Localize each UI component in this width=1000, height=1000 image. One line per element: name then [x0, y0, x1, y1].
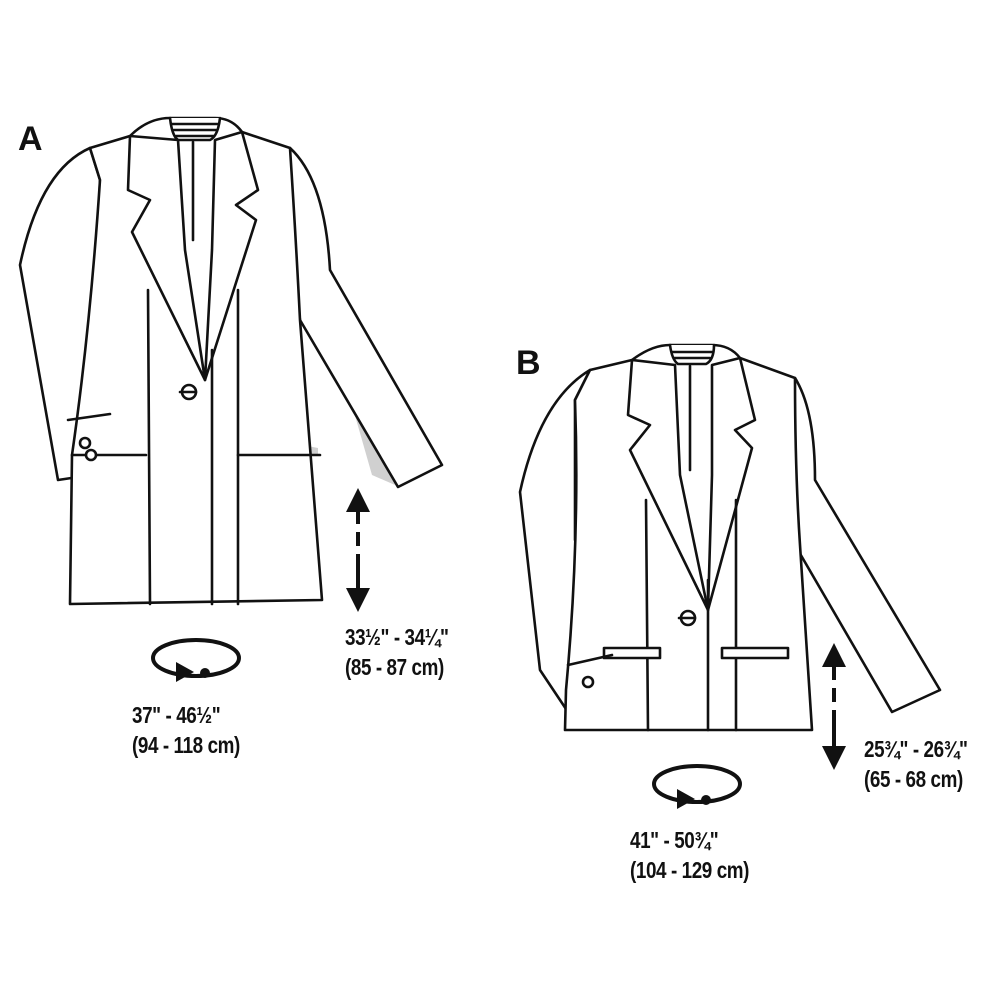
circumference-measurement-a: 37" - 46½" (94 - 118 cm) [132, 700, 240, 760]
jacket-b-drawing [518, 343, 942, 732]
circumference-metric-b: (104 - 129 cm) [630, 857, 750, 883]
circumference-metric-a: (94 - 118 cm) [132, 732, 240, 758]
length-imperial-a: 33½" - 34¼" [345, 624, 449, 650]
jacket-b-right-lapel [706, 356, 757, 612]
length-metric-a: (85 - 87 cm) [345, 654, 444, 680]
length-measurement-b: 25¾" - 26¾" (65 - 68 cm) [864, 734, 968, 794]
circular-arrow-icon [652, 764, 742, 809]
length-imperial-b: 25¾" - 26¾" [864, 736, 968, 762]
jacket-a-left-lapel [126, 134, 207, 382]
jacket-a-right-sleeve [280, 146, 444, 489]
jacket-b-right-sleeve [783, 376, 942, 714]
length-metric-b: (65 - 68 cm) [864, 766, 963, 792]
jacket-b-left-lapel [626, 358, 710, 612]
jacket-a-right-lapel [203, 130, 260, 382]
circular-arrow-icon [151, 638, 241, 682]
variant-label-a: A [18, 120, 43, 158]
circumference-imperial-b: 41" - 50¾" [630, 827, 719, 853]
length-measurement-a: 33½" - 34¼" (85 - 87 cm) [345, 622, 449, 682]
circumference-measurement-b: 41" - 50¾" (104 - 129 cm) [630, 825, 749, 885]
variant-label-b: B [516, 344, 541, 382]
circumference-imperial-a: 37" - 46½" [132, 702, 221, 728]
jacket-a-drawing [18, 116, 444, 606]
